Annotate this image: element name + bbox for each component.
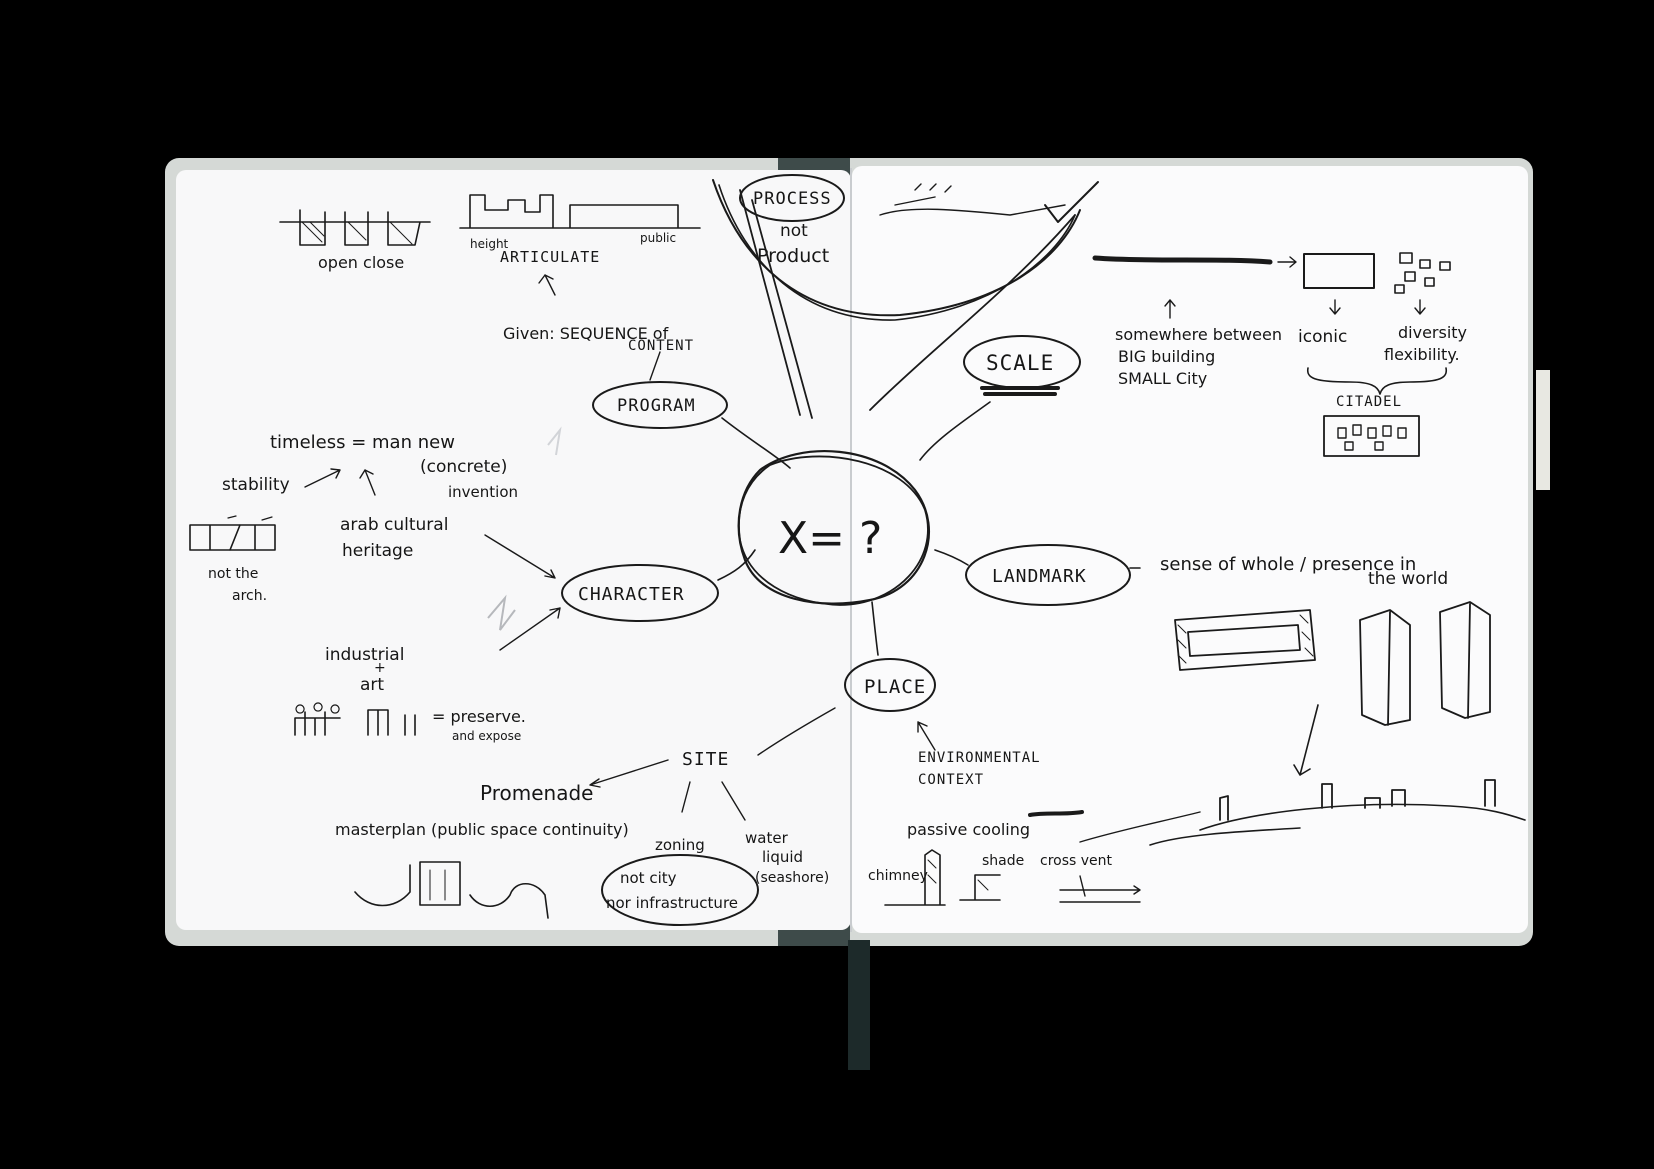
note-arab-1: arab cultural [340, 515, 448, 535]
site-label: SITE [682, 749, 729, 770]
page-tab [1536, 370, 1550, 490]
right-page [852, 166, 1528, 933]
place-label: PLACE [864, 676, 926, 698]
note-content: CONTENT [628, 338, 694, 354]
process-node: PROCESS not Product [739, 174, 845, 267]
note-art: art [360, 675, 384, 695]
note-masterplan: masterplan (public space continuity) [335, 820, 629, 839]
note-diversity-1: diversity [1398, 323, 1467, 342]
character-label: CHARACTER [578, 584, 685, 605]
note-somewhere-2: BIG building [1118, 347, 1215, 366]
note-cross: cross vent [1040, 853, 1113, 869]
scale-node: SCALE [919, 335, 1081, 461]
arrows-stability [304, 468, 376, 496]
note-preserve-1: = preserve. [432, 707, 526, 726]
note-not-city-1: not city [620, 869, 677, 887]
note-citadel: CITADEL [1336, 394, 1402, 410]
landmark-node: LANDMARK [934, 544, 1141, 606]
v-funnel-sketch [712, 179, 1099, 419]
note-chimney: chimney [868, 868, 928, 884]
pencil-mark [487, 594, 516, 631]
left-page [176, 170, 851, 930]
note-arab-2: heritage [342, 541, 413, 561]
note-articulate: ARTICULATE [500, 248, 600, 266]
environmental-sketches [884, 849, 1141, 906]
note-height: height [470, 237, 509, 251]
line-to-skyline [1079, 811, 1201, 843]
site-node: SITE [589, 749, 746, 821]
note-zoning: zoning [655, 836, 705, 854]
bookmark-ribbon [848, 940, 870, 1070]
process-product: Product [757, 245, 829, 267]
note-iconic: iconic [1298, 327, 1347, 347]
central-label: X= ? [778, 513, 882, 564]
note-somewhere-1: somewhere between [1115, 325, 1282, 344]
note-sense-2: the world [1368, 569, 1448, 589]
place-node: PLACE [757, 601, 936, 756]
note-sense-1: sense of whole / presence in [1160, 554, 1416, 575]
note-environmental-2: CONTEXT [918, 772, 984, 788]
arch-sketch [189, 515, 276, 551]
landmark-label: LANDMARK [992, 566, 1087, 587]
note-not-city-2: nor infrastructure [606, 894, 738, 912]
promenade-sketch [354, 861, 549, 919]
articulate-sketch [459, 194, 701, 229]
process-not: not [780, 221, 808, 241]
note-public: public [640, 231, 676, 245]
process-label: PROCESS [753, 189, 832, 209]
not-city-bubble: not city nor infrastructure [601, 854, 759, 926]
note-water-3: (seashore) [755, 870, 829, 886]
note-preserve-2: and expose [452, 729, 521, 743]
program-label: PROGRAM [617, 396, 696, 416]
landmark-sketches [1149, 601, 1526, 846]
note-diversity-2: flexibility. [1384, 345, 1460, 364]
arrow-articulate [538, 274, 556, 296]
note-water-1: water [745, 829, 789, 847]
pencil-mark-faint [547, 426, 562, 456]
open-close-sketch [279, 209, 431, 246]
character-node: CHARACTER [484, 534, 756, 651]
passive-scribble [1028, 810, 1084, 817]
note-concrete: (concrete) [420, 457, 507, 477]
scale-notes [1092, 252, 1451, 457]
note-shade: shade [982, 853, 1024, 869]
note-water-2: liquid [762, 848, 803, 866]
scale-label: SCALE [986, 351, 1054, 375]
note-timeless: timeless = man new [270, 432, 455, 453]
central-node: X= ? [737, 450, 930, 606]
program-node: PROGRAM [592, 351, 791, 469]
note-somewhere-3: SMALL City [1118, 369, 1207, 388]
note-environmental-1: ENVIRONMENTAL [918, 750, 1041, 766]
note-not-the-1: not the [208, 566, 258, 582]
industrial-sketch [294, 702, 416, 736]
note-given: Given: SEQUENCE of [503, 324, 669, 343]
note-plus: + [374, 660, 386, 676]
note-open-close: open close [318, 253, 404, 272]
note-passive: passive cooling [907, 820, 1030, 839]
note-not-the-2: arch. [232, 588, 267, 604]
note-invention: invention [448, 483, 518, 501]
note-stability: stability [222, 475, 290, 495]
note-industrial: industrial [325, 645, 404, 665]
note-promenade: Promenade [480, 781, 593, 805]
